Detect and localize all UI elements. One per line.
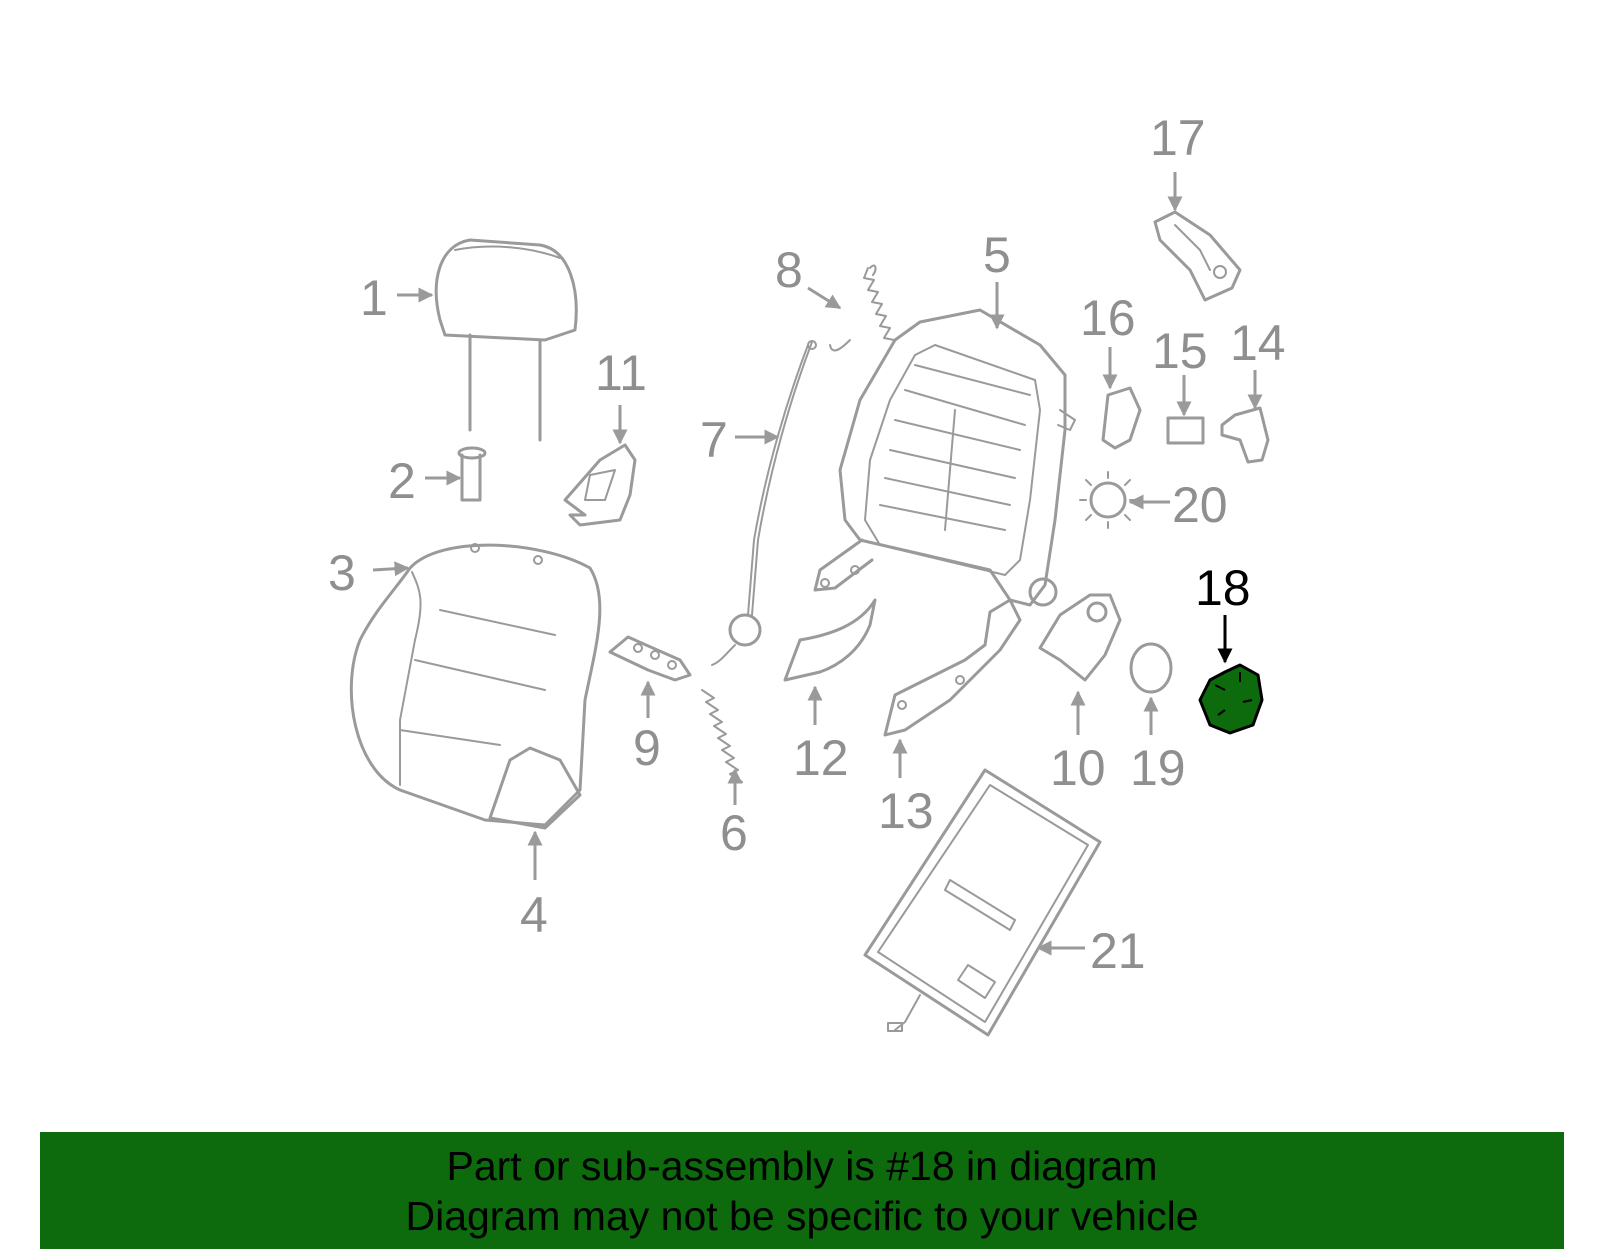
part-2-headrest-guide[interactable] xyxy=(457,446,487,502)
part-5-seatback-frame[interactable] xyxy=(813,308,1076,607)
label-3: 3 xyxy=(328,545,356,601)
part-16-handle[interactable] xyxy=(1101,386,1142,450)
part-3-seatback-cover[interactable] xyxy=(349,543,602,827)
label-18: 18 xyxy=(1195,560,1251,616)
label-9: 9 xyxy=(633,720,661,776)
label-7: 7 xyxy=(700,412,728,468)
label-1: 1 xyxy=(360,270,388,326)
arrow-3 xyxy=(372,561,410,577)
banner-line-2: Diagram may not be specific to your vehi… xyxy=(405,1192,1199,1239)
part-6-spring[interactable] xyxy=(701,689,743,783)
label-12: 12 xyxy=(793,730,849,786)
part-12-cover[interactable] xyxy=(783,598,877,682)
label-17: 17 xyxy=(1150,110,1206,166)
label-11: 11 xyxy=(595,345,647,401)
part-15-clip[interactable] xyxy=(1166,416,1205,445)
info-banner: Part or sub-assembly is #18 in diagram D… xyxy=(40,1132,1564,1249)
label-19: 19 xyxy=(1130,740,1186,796)
part-14-knob[interactable] xyxy=(1220,406,1270,464)
label-21: 21 xyxy=(1090,923,1146,979)
part-19-ring[interactable] xyxy=(1129,642,1173,694)
part-17-lever[interactable] xyxy=(1153,210,1242,302)
part-10-bracket[interactable] xyxy=(1038,593,1122,682)
label-15: 15 xyxy=(1152,323,1208,379)
part-8-spring[interactable] xyxy=(829,264,895,352)
label-2: 2 xyxy=(388,453,416,509)
part-7-cable[interactable] xyxy=(711,340,817,666)
part-21-heating-pad[interactable] xyxy=(863,768,1102,1037)
part-18-cover-cap[interactable] xyxy=(1198,663,1264,735)
part-13-bracket[interactable] xyxy=(883,598,1022,737)
part-1-headrest[interactable] xyxy=(434,238,578,442)
label-14: 14 xyxy=(1230,315,1286,371)
label-13: 13 xyxy=(878,783,934,839)
label-20: 20 xyxy=(1172,477,1228,533)
part-4-seatback-panel[interactable] xyxy=(488,746,582,830)
label-10: 10 xyxy=(1050,740,1106,796)
arrow-8 xyxy=(807,286,842,310)
label-5: 5 xyxy=(983,227,1011,283)
label-6: 6 xyxy=(720,805,748,861)
label-8: 8 xyxy=(775,242,803,298)
part-20-gear[interactable] xyxy=(1079,471,1138,529)
banner-line-1: Part or sub-assembly is #18 in diagram xyxy=(446,1142,1158,1189)
part-11-bracket[interactable] xyxy=(563,443,637,527)
part-9-trim[interactable] xyxy=(608,635,692,682)
label-4: 4 xyxy=(520,887,548,943)
label-16: 16 xyxy=(1080,290,1136,346)
